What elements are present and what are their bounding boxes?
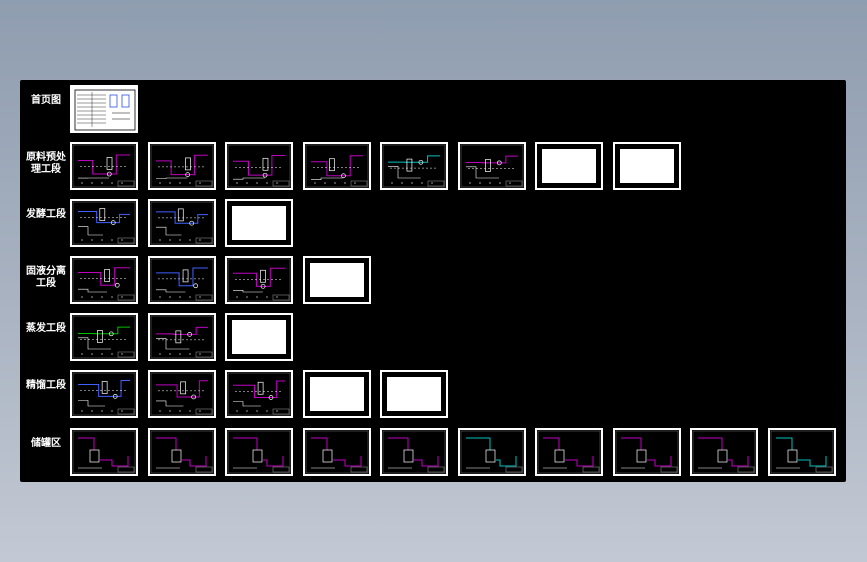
row-label: 原料预处理工段 [26,152,66,175]
drawing-sheet[interactable] [147,428,216,476]
drawing-sheet[interactable] [690,428,758,476]
drawing-sheet[interactable] [225,428,293,476]
blank-sheet[interactable] [302,256,371,304]
drawing-sheet[interactable] [612,428,681,476]
drawing-sheet[interactable] [225,370,293,418]
drawing-sheet[interactable] [147,313,216,361]
blank-sheet[interactable] [225,313,293,361]
drawing-sheet[interactable] [70,370,138,418]
drawing-sheet[interactable] [147,142,216,190]
blank-sheet[interactable] [535,142,603,190]
drawing-sheet[interactable] [70,256,138,304]
row-label: 固液分离工段 [26,266,66,289]
row-label: 蒸发工段 [26,323,66,334]
drawing-sheet[interactable] [70,142,138,190]
blank-sheet[interactable] [225,199,293,247]
row-label: 储罐区 [31,438,61,449]
row-label: 精馏工段 [26,380,66,391]
cover-sheet[interactable] [70,85,138,133]
drawing-sheet[interactable] [225,142,293,190]
drawing-sheet[interactable] [767,428,836,476]
blank-sheet[interactable] [302,370,371,418]
drawing-sheet[interactable] [457,428,526,476]
drawing-sheet[interactable] [302,142,371,190]
drawing-sheet[interactable] [70,199,138,247]
drawing-sheet[interactable] [457,142,526,190]
row-label: 首页图 [31,95,61,106]
drawing-sheet[interactable] [147,256,216,304]
drawing-sheet[interactable] [535,428,603,476]
blank-sheet[interactable] [380,370,448,418]
blank-sheet[interactable] [612,142,681,190]
row-label: 发酵工段 [26,209,66,220]
drawing-sheet[interactable] [70,313,138,361]
drawing-sheet[interactable] [147,370,216,418]
drawing-sheet[interactable] [147,199,216,247]
drawing-layout-canvas[interactable]: 首页图原料预处理工段发酵工段固液分离工段蒸发工段精馏工段储罐区 [20,80,846,482]
drawing-sheet[interactable] [302,428,371,476]
drawing-sheet[interactable] [225,256,293,304]
drawing-sheet[interactable] [380,142,448,190]
drawing-sheet[interactable] [70,428,138,476]
drawing-sheet[interactable] [380,428,448,476]
